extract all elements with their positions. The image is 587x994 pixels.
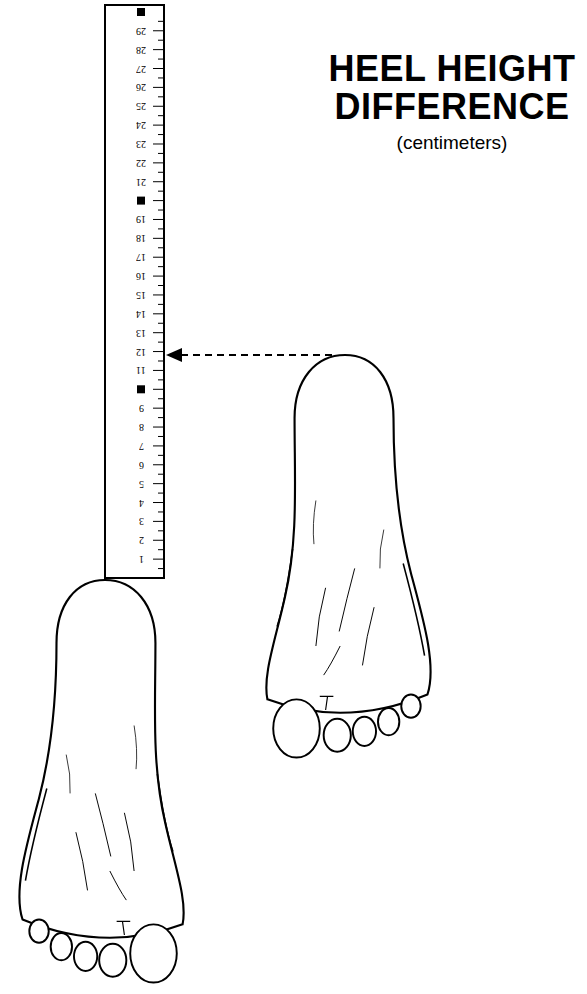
ruler-tick	[153, 427, 164, 428]
ruler-tick	[158, 530, 164, 531]
scale-number: 12	[136, 347, 146, 357]
scale-number: 24	[136, 120, 146, 130]
ruler-tick	[158, 436, 164, 437]
scale-number: 9	[139, 403, 144, 413]
ruler-tick	[158, 417, 164, 418]
ruler-tick	[158, 493, 164, 494]
scale-number: 15	[136, 290, 146, 300]
ruler-tick	[158, 172, 164, 173]
ruler-tick	[153, 445, 164, 446]
ruler-tick	[153, 106, 164, 107]
ruler-tick	[153, 332, 164, 333]
ruler-tick	[153, 521, 164, 522]
scale-number: 8	[139, 422, 144, 432]
ruler-tick	[158, 59, 164, 60]
ruler-tick	[158, 96, 164, 97]
ruler-tick	[153, 370, 164, 371]
ruler-tick	[153, 30, 164, 31]
dashed-leader	[178, 354, 332, 356]
scale-number: 27	[136, 64, 146, 74]
ruler-tick	[153, 238, 164, 239]
unit-caption: (centimeters)	[397, 132, 508, 154]
ruler-tick	[158, 342, 164, 343]
ruler-mark	[137, 197, 145, 205]
ruler-tick	[158, 379, 164, 380]
scale-number: 2	[139, 535, 144, 545]
ruler-tick	[153, 257, 164, 258]
ruler-tick	[158, 21, 164, 22]
scale-number: 18	[136, 233, 146, 243]
ruler-tick	[153, 68, 164, 69]
scale-number: 3	[139, 516, 144, 526]
scale-number: 14	[136, 309, 146, 319]
ruler-tick	[158, 247, 164, 248]
ruler-tick	[158, 134, 164, 135]
ruler	[105, 5, 164, 578]
scale-number: 7	[139, 441, 144, 451]
ruler-tick	[153, 125, 164, 126]
ruler-tick	[153, 200, 164, 201]
ruler-tick	[158, 455, 164, 456]
ruler-tick	[153, 49, 164, 50]
ruler-tick	[153, 276, 164, 277]
scale-number: 28	[136, 45, 146, 55]
scale-number: 4	[139, 498, 144, 508]
ruler-tick	[153, 559, 164, 560]
ruler-tick	[158, 285, 164, 286]
ruler-tick	[158, 77, 164, 78]
ruler-tick	[153, 294, 164, 295]
ruler-tick	[158, 549, 164, 550]
ruler-tick	[153, 351, 164, 352]
ruler-mark	[137, 385, 145, 393]
ruler-tick	[153, 87, 164, 88]
ruler-tick	[158, 323, 164, 324]
scale-number: 29	[136, 26, 146, 36]
ruler-tick	[153, 540, 164, 541]
ruler-tick	[158, 360, 164, 361]
ruler-tick	[153, 162, 164, 163]
ruler-tick	[158, 40, 164, 41]
ruler-tick	[158, 153, 164, 154]
scale-number: 26	[136, 82, 146, 92]
ruler-tick	[158, 304, 164, 305]
ruler-mark	[137, 8, 145, 16]
scale-number: 23	[136, 139, 146, 149]
scale-number: 6	[139, 460, 144, 470]
ruler-tick	[158, 568, 164, 569]
ruler-tick	[158, 228, 164, 229]
ruler-ticks	[137, 8, 164, 569]
ruler-tick	[158, 210, 164, 211]
ruler-tick	[158, 266, 164, 267]
scale-number: 5	[139, 479, 144, 489]
ruler-tick	[153, 464, 164, 465]
scale-number: 22	[136, 158, 146, 168]
ruler-tick	[158, 191, 164, 192]
ruler-tick	[158, 115, 164, 116]
ruler-tick	[153, 502, 164, 503]
scale-number: 19	[136, 214, 146, 224]
title: HEEL HEIGHT DIFFERENCE	[322, 50, 582, 126]
ruler-tick	[158, 398, 164, 399]
ruler-tick	[158, 474, 164, 475]
arrowhead	[166, 348, 182, 362]
scale-number: 25	[136, 101, 146, 111]
ruler-tick	[158, 511, 164, 512]
scale-number: 11	[136, 365, 146, 375]
ruler-tick	[153, 408, 164, 409]
ruler-tick	[153, 143, 164, 144]
lower-foot	[19, 580, 183, 983]
raised-foot	[266, 355, 430, 758]
ruler-tick	[153, 219, 164, 220]
scale-number: 16	[136, 271, 146, 281]
ruler-tick	[153, 181, 164, 182]
scale-number: 1	[139, 554, 144, 564]
scale-number: 17	[136, 252, 146, 262]
ruler-tick	[153, 313, 164, 314]
ruler-tick	[153, 483, 164, 484]
ruler-tick	[153, 389, 164, 390]
scale-number: 21	[136, 177, 146, 187]
scale-number: 13	[136, 328, 146, 338]
